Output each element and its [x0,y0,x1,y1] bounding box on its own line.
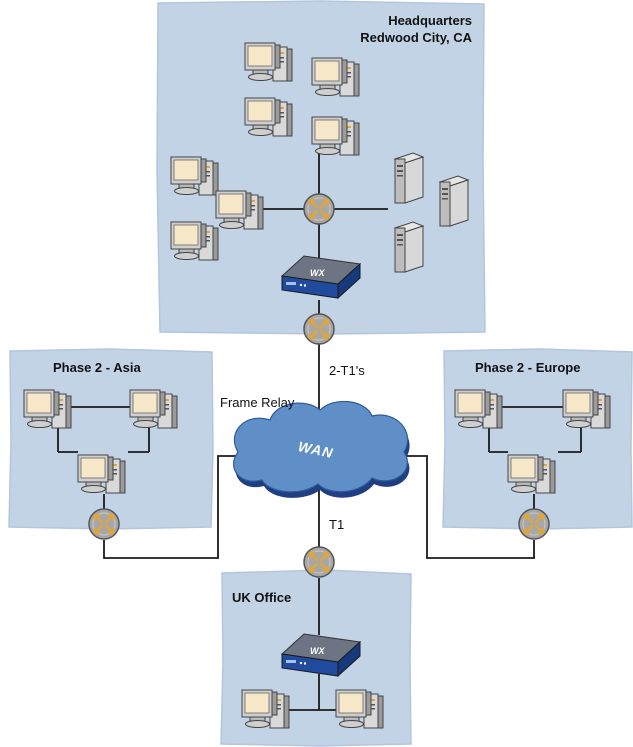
europe-title: Phase 2 - Europe [475,360,580,375]
workstation-icon [23,389,72,429]
headquarters-title: Headquarters [388,13,472,28]
workstation-icon [244,42,293,82]
workstation-icon [215,190,264,230]
router-icon [87,507,121,541]
workstation-icon [454,389,503,429]
hq-uplink-label: 2-T1's [329,363,365,378]
headquarters-location: Redwood City, CA [360,30,472,45]
frame-relay-label: Frame Relay [220,395,295,410]
workstation-icon [335,689,384,729]
router-icon [302,312,336,346]
server-tower-icon [394,221,424,273]
region-europe [442,348,633,530]
connection-lines [57,150,582,711]
uk-uplink-label: T1 [329,517,344,532]
workstation-icon [129,389,178,429]
server-tower-icon [439,175,469,227]
workstation-icon [311,116,360,156]
router-icon [517,507,551,541]
workstation-icon [170,221,219,261]
workstation-icon [507,454,556,494]
router-icon [302,192,336,226]
wx-label: WX [310,646,325,656]
asia-title: Phase 2 - Asia [53,360,141,375]
region-asia [8,348,214,530]
workstation-icon [241,689,290,729]
workstation-icon [77,454,126,494]
uk-office-title: UK Office [232,590,291,605]
wan-cloud-icon [233,400,410,498]
workstation-icon [311,57,360,97]
workstation-icon [562,389,611,429]
workstation-icon [170,156,219,196]
wx-label: WX [310,268,325,278]
server-tower-icon [394,152,424,204]
workstation-icon [244,97,293,137]
router-icon [302,545,336,579]
wan-label: WAN [297,438,335,461]
